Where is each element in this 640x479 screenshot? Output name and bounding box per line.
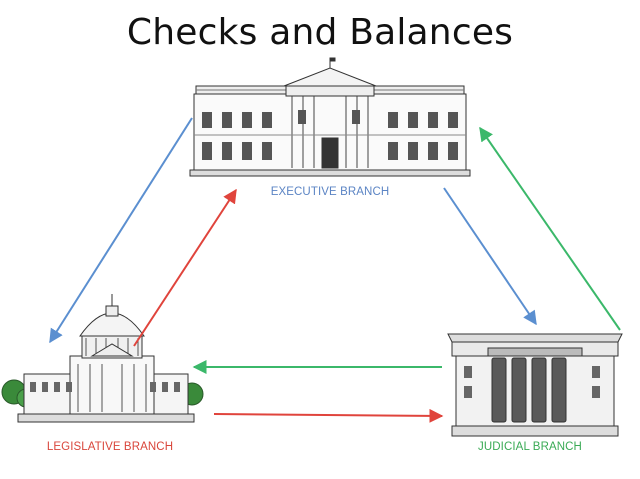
arrow-judicial-to-executive: [479, 126, 621, 331]
arrow-legislative-to-judicial: [213, 408, 444, 423]
legislative-branch-label: LEGISLATIVE BRANCH: [46, 441, 174, 453]
capitol-icon: [1, 294, 204, 423]
supreme-court-icon: [447, 333, 623, 437]
judicial-branch-label: JUDICIAL BRANCH: [478, 441, 582, 453]
arrow-executive-to-legislative: [49, 117, 193, 344]
arrow-legislative-to-executive: [133, 188, 237, 347]
arrow-executive-to-judicial: [443, 187, 537, 326]
white-house-icon: [189, 57, 471, 177]
page-title: Checks and Balances: [126, 12, 514, 53]
executive-branch-label: EXECUTIVE BRANCH: [270, 186, 390, 198]
